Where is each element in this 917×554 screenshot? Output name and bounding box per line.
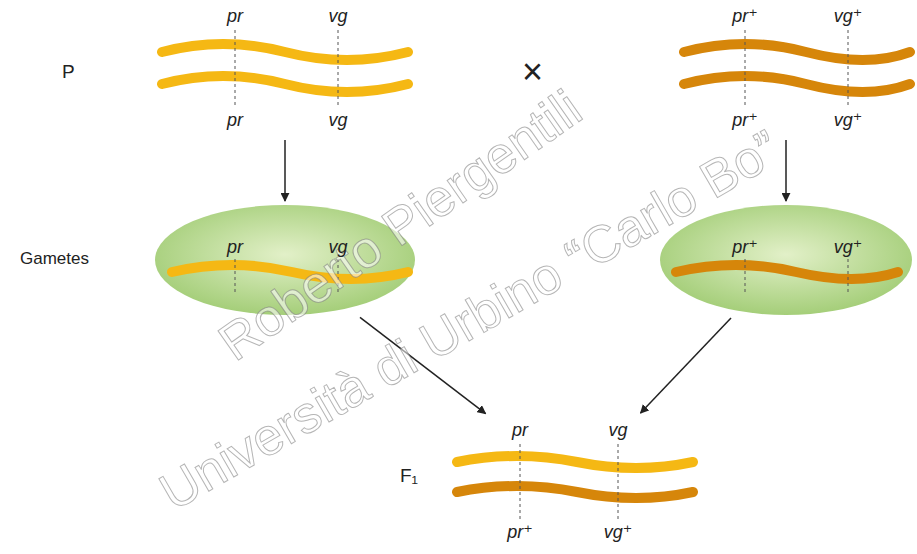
locus-line xyxy=(745,259,746,292)
chromosome-pair: pr vg pr vg xyxy=(150,2,420,136)
chromosome xyxy=(676,265,898,279)
allele-label: vg⁺ xyxy=(604,522,633,542)
gamete-cell: pr⁺ vg⁺ xyxy=(660,205,912,315)
locus-line xyxy=(520,444,521,520)
allele-label: vg⁺ xyxy=(834,110,863,130)
allele-label: pr xyxy=(227,6,243,26)
allele-label: vg xyxy=(328,110,347,130)
chromosome xyxy=(684,76,910,92)
chromosome-pair: pr⁺ vg⁺ pr⁺ vg⁺ xyxy=(655,2,917,136)
arrow-connector xyxy=(785,140,787,201)
chromosome xyxy=(457,486,693,498)
locus-line xyxy=(618,444,619,520)
locus-line xyxy=(235,30,236,106)
arrow-connector xyxy=(641,318,732,413)
allele-label: vg⁺ xyxy=(834,237,863,257)
generation-label: F₁ xyxy=(400,466,418,487)
locus-line xyxy=(235,259,236,292)
chromosome xyxy=(457,456,693,468)
locus-line xyxy=(745,30,746,106)
allele-label: pr⁺ xyxy=(732,237,758,257)
allele-label: vg xyxy=(608,420,627,440)
allele-label: vg⁺ xyxy=(834,6,863,26)
allele-label: pr⁺ xyxy=(507,522,533,542)
allele-label: vg xyxy=(328,6,347,26)
chromosome-pair: pr vg pr⁺ vg⁺ xyxy=(450,416,700,548)
gamete-cell: pr vg xyxy=(155,205,415,315)
allele-label: vg xyxy=(328,237,347,257)
generation-label: P xyxy=(62,62,75,83)
gamete-cell xyxy=(660,205,912,315)
allele-label: pr xyxy=(512,420,528,440)
chromosome xyxy=(684,44,910,60)
allele-label: pr xyxy=(227,110,243,130)
allele-label: pr⁺ xyxy=(732,6,758,26)
allele-label: pr⁺ xyxy=(732,110,758,130)
locus-line xyxy=(338,30,339,106)
cross-symbol: × xyxy=(522,52,543,92)
locus-line xyxy=(848,30,849,106)
locus-line xyxy=(848,259,849,292)
stage-label: Gametes xyxy=(20,250,89,269)
chromosome xyxy=(162,76,408,92)
chromosome xyxy=(162,44,408,60)
allele-label: pr xyxy=(227,237,243,257)
arrow-connector xyxy=(284,140,286,201)
